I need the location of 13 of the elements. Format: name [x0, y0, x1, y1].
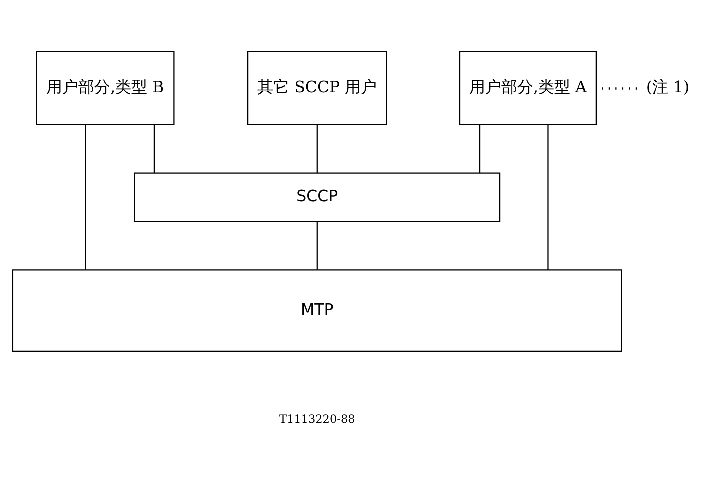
- connector: [479, 124, 481, 173]
- node-box: SCCP: [134, 172, 501, 222]
- node-box: MTP: [12, 269, 622, 352]
- connector: [85, 124, 86, 270]
- node-box: 其它 SCCP 用户: [247, 50, 388, 125]
- node-box: 用户部分,类型 A: [459, 50, 597, 125]
- connector: [316, 222, 318, 270]
- connector: [154, 124, 156, 173]
- label: T1113220-88: [279, 412, 356, 426]
- connector: [316, 124, 318, 173]
- node-text: (注 1): [646, 76, 690, 96]
- connector: [548, 124, 549, 270]
- node-box: 用户部分,类型 B: [36, 50, 175, 125]
